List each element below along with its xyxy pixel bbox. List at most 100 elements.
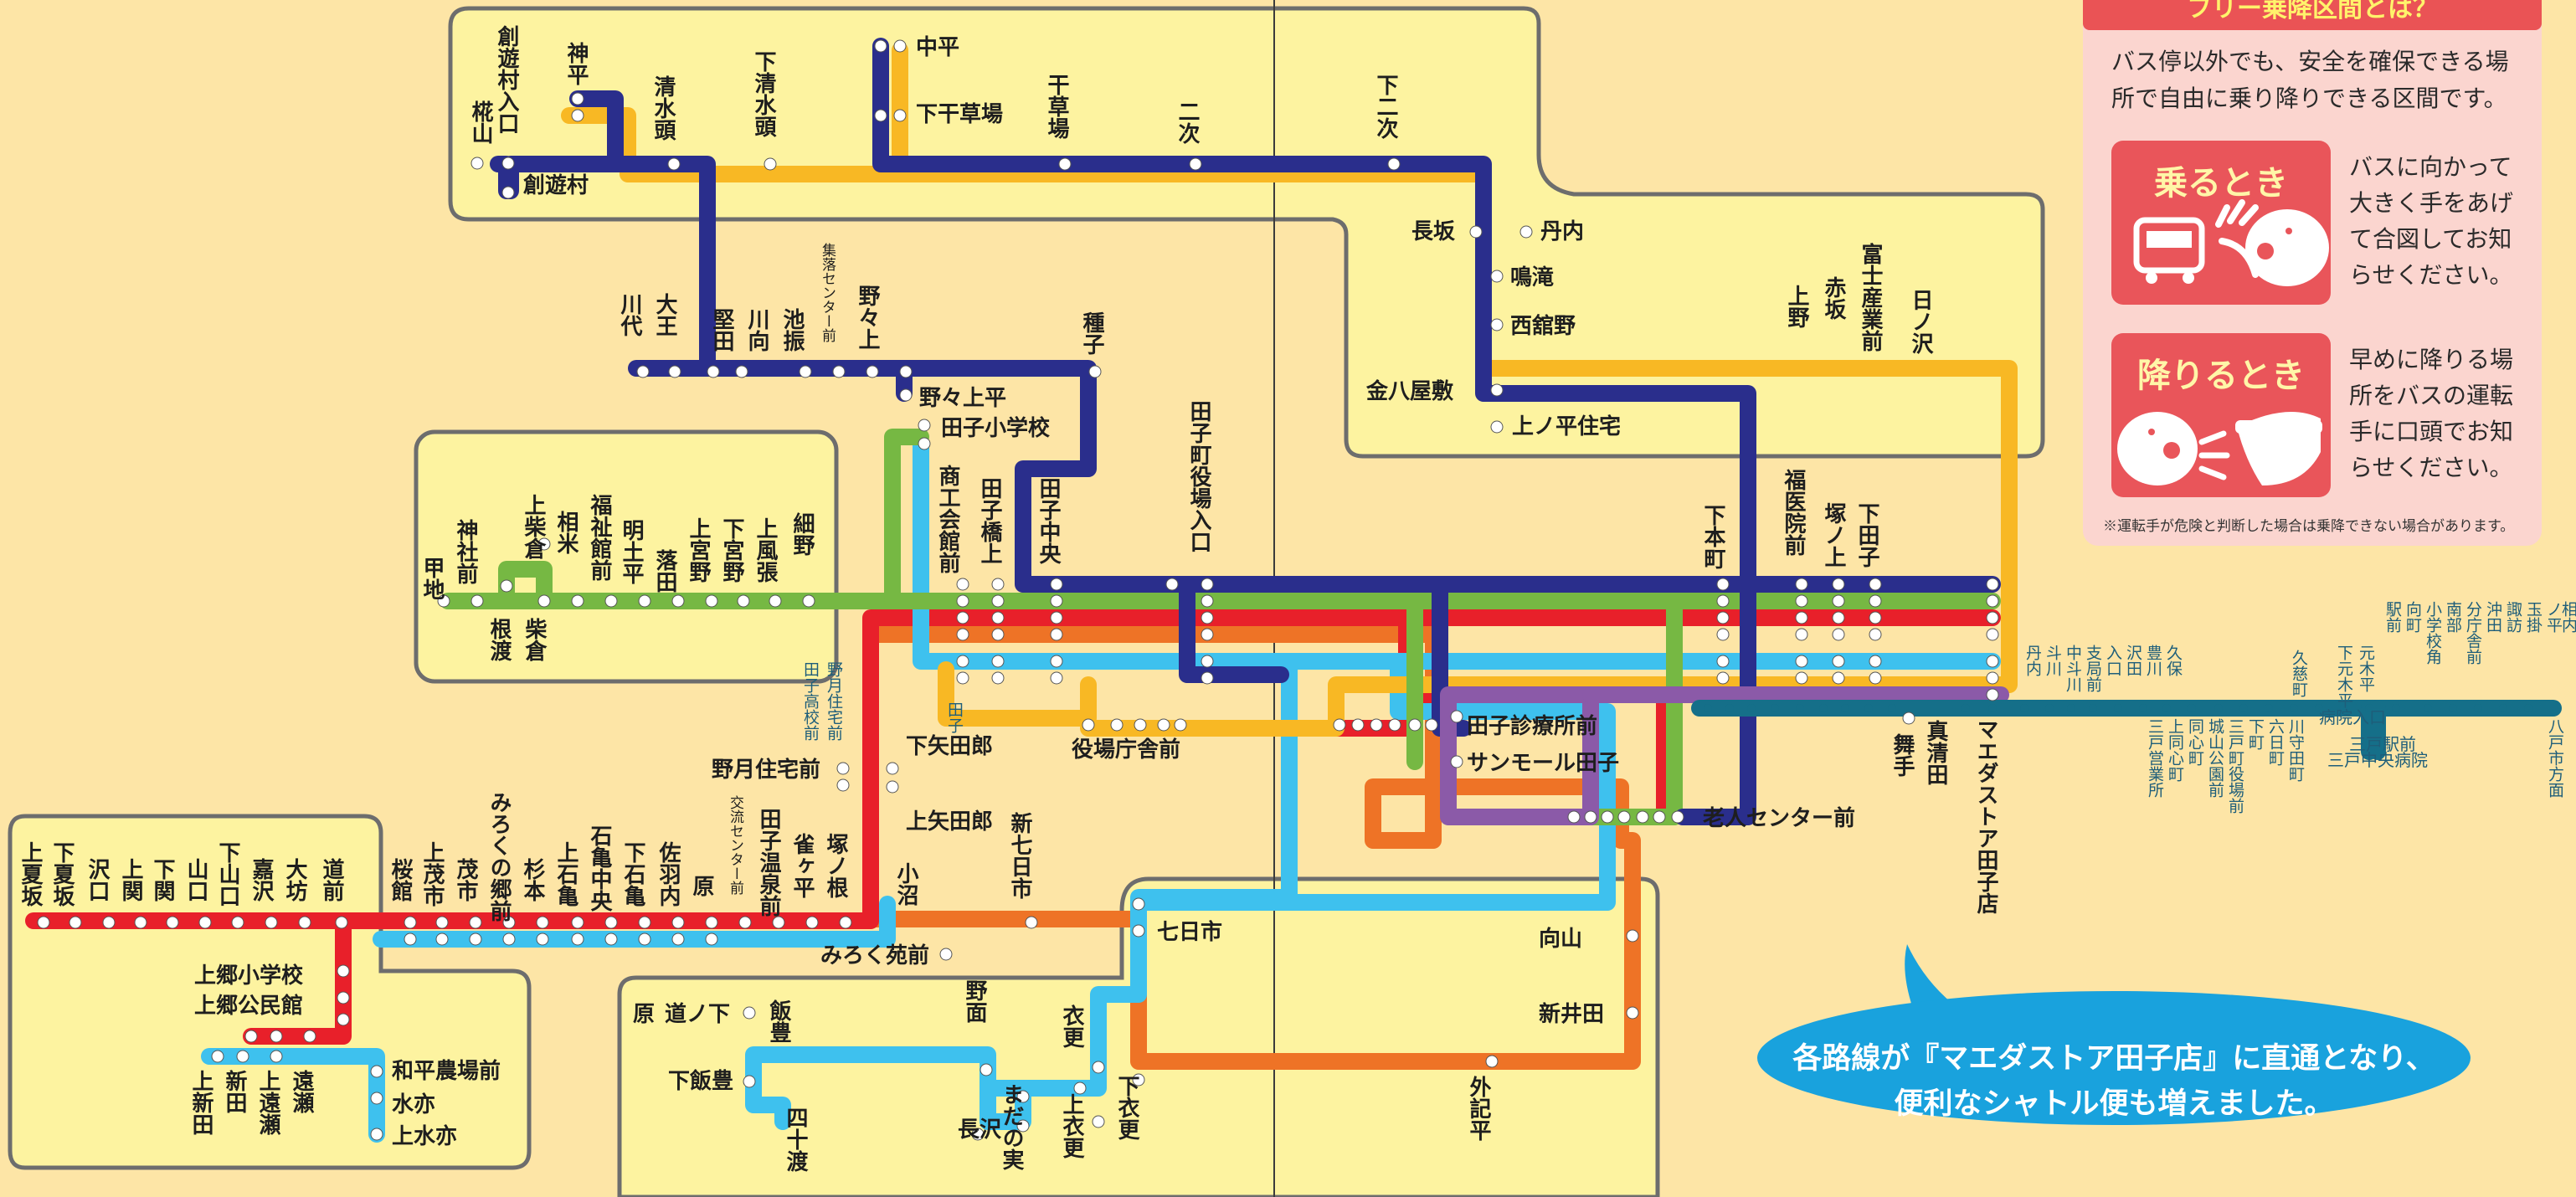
bus-stop: [874, 39, 887, 53]
bus-stop: [1469, 225, 1483, 239]
station-label-meishidaira: 明土平: [619, 519, 644, 584]
station-label-takkobashi: 田子橋上: [977, 477, 1002, 564]
bus-stop: [1425, 718, 1438, 732]
bus-stop-east: [1796, 704, 1804, 712]
bus-stop: [1201, 578, 1214, 591]
bus-stop: [1869, 611, 1882, 624]
bus-stop: [1716, 655, 1730, 668]
bus-stop: [893, 109, 907, 122]
bus-stop: [874, 109, 887, 122]
bus-stop: [956, 628, 969, 641]
bus-stop: [918, 419, 931, 432]
east-stop-label: 元木平: [2357, 645, 2375, 692]
alighting-title: 降りるとき: [2137, 357, 2305, 395]
bus-stop: [571, 109, 584, 122]
bus-stop-east: [1888, 704, 1896, 712]
free-zone-southwest: [8, 814, 532, 1170]
bus-stop: [571, 932, 584, 946]
station-label-shimizu_atama: 清水頭: [650, 75, 676, 141]
bus-stop: [1832, 611, 1845, 624]
bus-stop: [956, 594, 969, 608]
bus-stop: [1408, 718, 1422, 732]
station-label-nonokami: 野々上: [855, 285, 880, 350]
bus-stop: [1490, 318, 1504, 331]
station-label-madanomi: まだの実: [999, 1083, 1024, 1170]
info-note: ※運転手が危険と判断した場合は乗降できない場合があります。: [2103, 518, 2515, 534]
bus-stop-east: [2089, 704, 2097, 712]
bus-stop: [470, 157, 484, 170]
bus-stop: [772, 916, 785, 929]
bus-stop: [236, 1050, 249, 1063]
bus-stop: [437, 594, 450, 608]
station-label-kaminotaira: 上ノ平住宅: [1512, 414, 1621, 439]
bus-stop: [1986, 688, 1999, 701]
station-label-shinden: 新田: [222, 1069, 247, 1113]
bus-stop: [211, 1050, 224, 1063]
station-label-sakuradate: 桜館: [388, 858, 413, 902]
bus-stop: [1795, 578, 1808, 591]
station-label-sugimoto: 杉本: [520, 858, 545, 902]
bus-stop: [1986, 628, 1999, 641]
station-label-niji: 二次: [1175, 100, 1200, 145]
station-label-kamikinukawa: 上衣更: [1059, 1093, 1084, 1158]
bus-stop: [1636, 810, 1649, 824]
bus-stop: [1869, 671, 1882, 685]
station-label-shimoyamaguchi: 下山口: [215, 841, 240, 907]
bus-stop: [1050, 578, 1063, 591]
station-label-takko_elem: 田子小学校: [941, 415, 1051, 441]
station-labels: 椛山創遊村入口創遊村神平清水頭下清水頭中平下干草場干草場二次下二次長坂丹内鳴滝西…: [18, 25, 2576, 1173]
station-label-soyumura: 創遊村: [523, 172, 589, 198]
bus-stop: [1490, 270, 1504, 283]
bus-stop: [604, 594, 618, 608]
bus-stop: [1716, 628, 1730, 641]
bus-stop: [1986, 594, 1999, 608]
bus-stop: [571, 916, 584, 929]
station-label-sawaguchi: 沢口: [85, 858, 110, 902]
station-label-shimoyatajiro: 下矢田郎: [906, 733, 993, 759]
station-label-kawamukai: 川向: [744, 308, 769, 352]
east-stop-label: 小学校角: [2424, 601, 2442, 665]
bus-stop: [1795, 655, 1808, 668]
bus-stop-east: [2139, 704, 2147, 712]
station-label-shimo_shimizu_atama: 下清水頭: [751, 50, 776, 138]
station-label-kamikasaka: 上夏坂: [18, 841, 43, 907]
bus-stop: [1617, 810, 1631, 824]
station-label-iitoyo: 飯豊: [766, 999, 791, 1043]
east-stop-label: 分庁舎前: [2464, 601, 2482, 665]
bus-stop: [805, 916, 819, 929]
bus-stop: [166, 916, 179, 929]
bus-stop: [638, 594, 651, 608]
station-label-shibakura: 柴倉: [522, 618, 548, 662]
bus-stop: [1092, 1061, 1105, 1074]
alighting-description: 早めに降りる場所をバスの運転手に口頭でお知らせください。: [2349, 347, 2514, 480]
station-label-ozawa: 小沼: [893, 862, 918, 906]
bus-stop: [738, 916, 752, 929]
station-label-araida: 新井田: [1539, 1001, 1604, 1027]
bus-stop: [886, 780, 899, 794]
east-stop-label: 駅前: [2383, 601, 2402, 633]
station-label-nebuto: 根渡: [486, 618, 512, 662]
east-stop-label: 三戸町役場前: [2226, 718, 2244, 814]
bus-stop: [370, 1092, 383, 1105]
bus-stop: [265, 916, 278, 929]
station-label-kawashiro: 川代: [617, 293, 643, 336]
station-label-gaikitai: 外記平: [1466, 1076, 1491, 1141]
bus-stop: [1869, 655, 1882, 668]
east-stop-label: 中斗川: [2064, 645, 2082, 692]
route-navy-top: [872, 38, 1756, 825]
station-label-rojin_center: 老人センター前: [1703, 805, 1855, 831]
boarding-description: バスに向かって大きく手をあげて合図してお知らせください。: [2349, 154, 2514, 288]
alighting-card: 降りるとき: [2111, 333, 2331, 497]
bus-stop: [1832, 628, 1845, 641]
station-label-takko_shinryojo: 田子診療所前: [1467, 713, 1597, 739]
station-label-sawauchi: 佐羽内: [656, 841, 681, 907]
station-label-nagasawa: 長沢: [958, 1117, 1002, 1143]
bus-stop: [1201, 655, 1214, 668]
bus-stop: [886, 762, 899, 775]
station-label-michimae: 道前: [319, 857, 344, 902]
bus-stop-east: [2449, 704, 2457, 712]
bus-stop: [1050, 671, 1063, 685]
bus-stop: [1795, 594, 1808, 608]
station-label-ueno: 上野: [1784, 285, 1809, 328]
